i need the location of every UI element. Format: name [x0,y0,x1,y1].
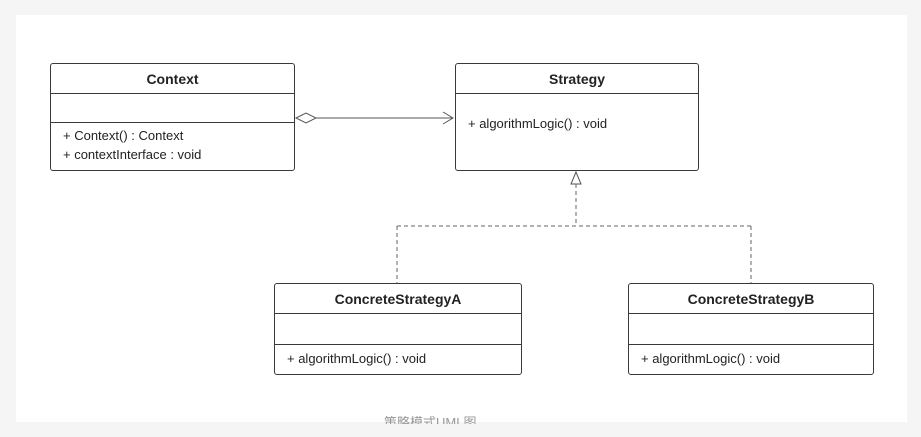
attributes-compartment [629,314,873,345]
class-concrete-strategy-b[interactable]: ConcreteStrategyB + algorithmLogic() : v… [628,283,874,375]
operations-compartment: + algorithmLogic() : void [629,345,873,368]
operation: + algorithmLogic() : void [287,351,427,366]
operation: + algorithmLogic() : void [641,351,781,366]
attributes-compartment [275,314,521,345]
operation: + Context() : Context [63,128,184,143]
class-context[interactable]: Context + Context() : Context + contextI… [50,63,295,171]
operations-compartment: + algorithmLogic() : void [456,94,698,133]
class-concrete-strategy-a[interactable]: ConcreteStrategyA + algorithmLogic() : v… [274,283,522,375]
operations-compartment: + Context() : Context + contextInterface… [51,123,294,164]
aggregation-diamond [294,112,318,124]
operations-compartment: + algorithmLogic() : void [275,345,521,368]
operation: + algorithmLogic() : void [468,116,608,131]
aggregation-connector [294,111,454,125]
class-strategy[interactable]: Strategy + algorithmLogic() : void [455,63,699,171]
class-name: ConcreteStrategyB [629,284,873,314]
operation: + contextInterface : void [63,147,202,162]
association-arrow-head [442,111,454,125]
class-name: ConcreteStrategyA [275,284,521,314]
diagram-caption: 策略模式UML图 [384,416,477,424]
realization-connector [396,170,752,283]
attributes-compartment [51,94,294,123]
realization-triangle-head [570,170,582,185]
class-name: Context [51,64,294,94]
class-name: Strategy [456,64,698,94]
